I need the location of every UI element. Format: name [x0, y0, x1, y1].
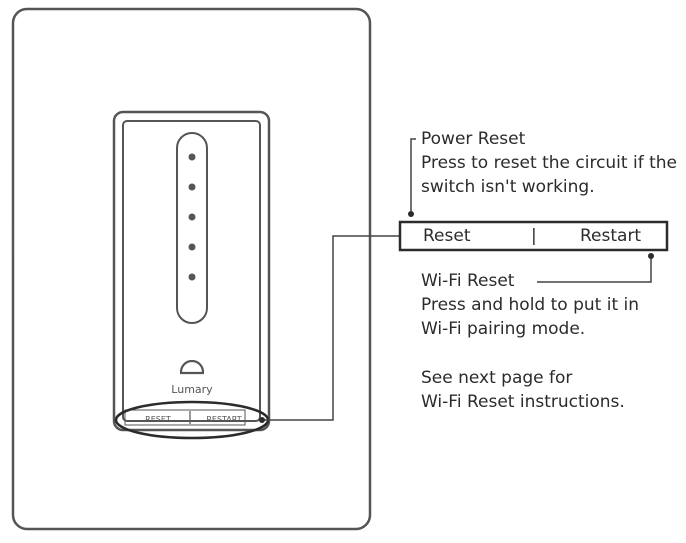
- power-reset-line-1: Press to reset the circuit if the: [421, 153, 677, 173]
- note-line-2: Wi-Fi Reset instructions.: [421, 392, 625, 412]
- device-reset-button[interactable]: RESET: [145, 415, 171, 424]
- callout-restart-label: Restart: [580, 226, 642, 246]
- indicator-slot: [176, 132, 208, 324]
- lumary-logo-icon: [179, 359, 205, 375]
- wifi-reset-bracket: [537, 257, 652, 283]
- indicator-dots: [188, 153, 196, 281]
- power-reset-line-2: switch isn't working.: [421, 177, 595, 197]
- indicator-dot: [188, 153, 196, 161]
- indicator-dot: [188, 243, 196, 251]
- power-reset-bracket: [410, 138, 416, 213]
- callout-bar: [398, 220, 669, 252]
- button-strip: [124, 409, 246, 426]
- connector-dot: [259, 417, 265, 423]
- switch-body-inner: [122, 120, 261, 422]
- brand-name: Lumary: [171, 383, 213, 396]
- wall-plate: [11, 7, 372, 531]
- note-line-1: See next page for: [421, 368, 573, 388]
- indicator-dot: [188, 213, 196, 221]
- connector-line: [262, 235, 400, 421]
- wifi-reset-title: Wi-Fi Reset: [421, 271, 515, 291]
- indicator-dot: [188, 273, 196, 281]
- wifi-reset-line-2: Wi-Fi pairing mode.: [421, 319, 586, 339]
- wifi-reset-line-1: Press and hold to put it in: [421, 295, 640, 315]
- device-restart-button[interactable]: RESTART: [206, 415, 241, 424]
- callout-divider: |: [531, 226, 537, 246]
- indicator-dot: [188, 183, 196, 191]
- callout-reset-label: Reset: [423, 226, 471, 246]
- power-reset-dot: [408, 211, 414, 217]
- switch-body-outer: [112, 110, 271, 432]
- wifi-reset-dot: [648, 253, 654, 259]
- power-reset-title: Power Reset: [421, 129, 526, 149]
